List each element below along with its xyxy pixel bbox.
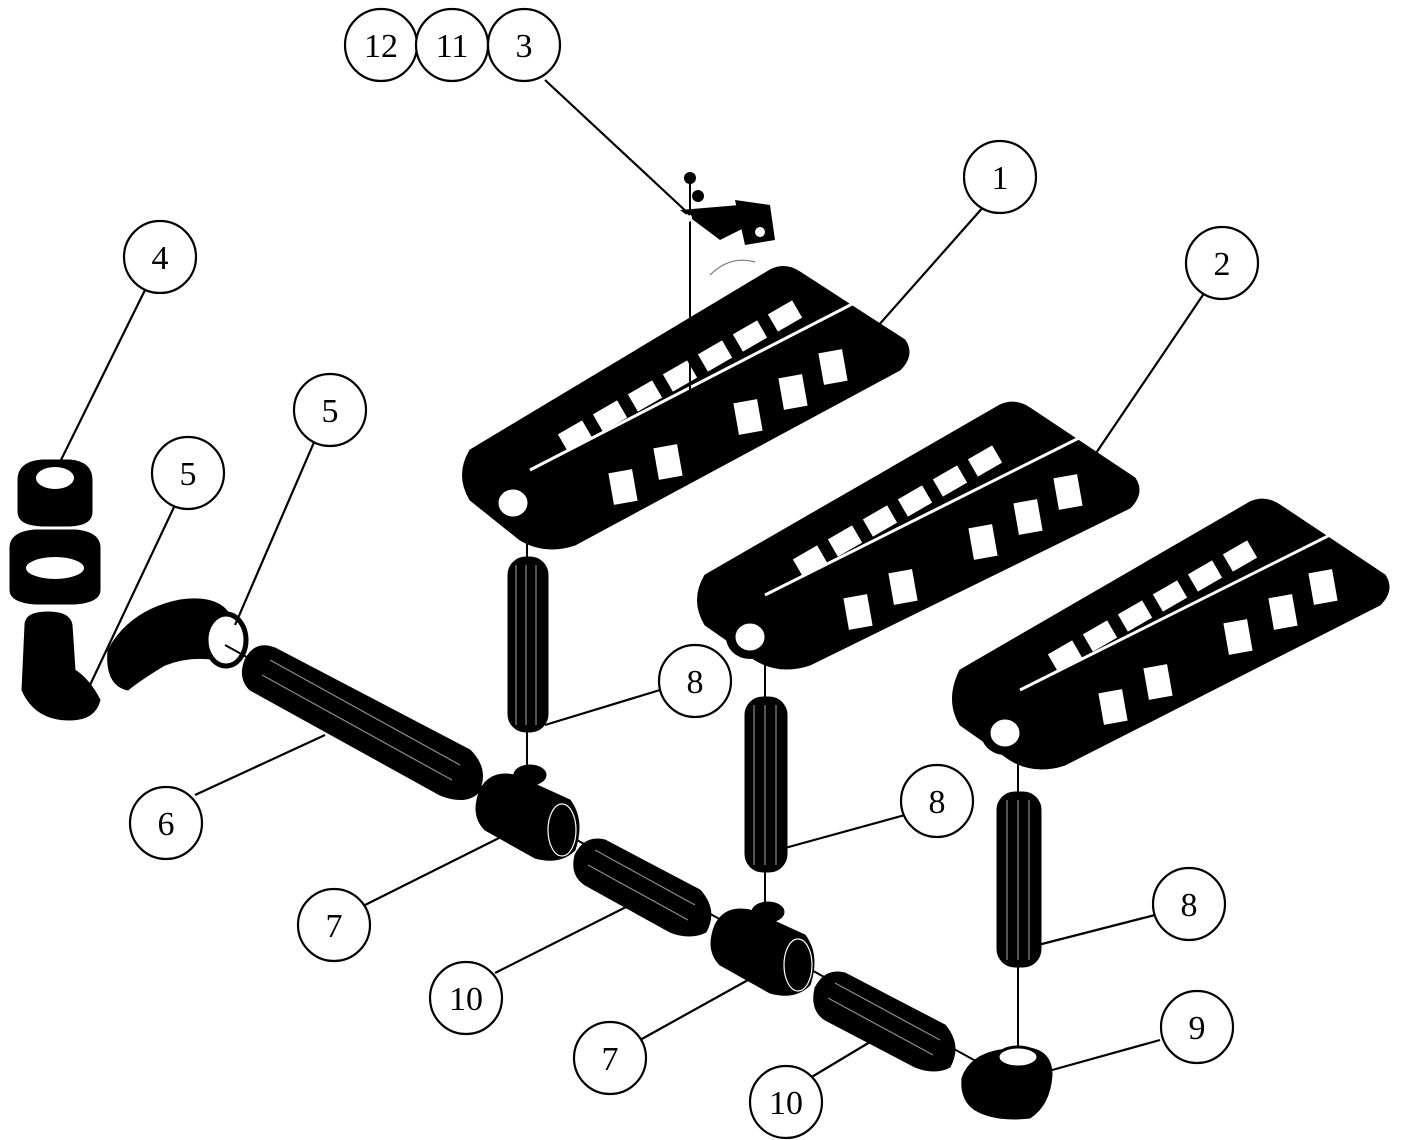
balloon-8-second-label: 8	[929, 784, 946, 821]
balloon-9: 9	[1159, 989, 1235, 1065]
balloon-5-left: 5	[150, 435, 226, 511]
balloon-9-label: 9	[1189, 1010, 1206, 1047]
balloon-1-label: 1	[992, 160, 1009, 197]
left-fittings	[9, 459, 249, 721]
balloon-10-first: 10	[428, 960, 504, 1036]
balloon-5-right: 5	[292, 372, 368, 448]
igniter-bracket	[680, 172, 775, 420]
balloon-2: 2	[1184, 225, 1260, 301]
balloon-12: 12	[343, 7, 419, 83]
balloon-8-second: 8	[899, 763, 975, 839]
balloon-7-first-label: 7	[326, 908, 343, 945]
burner-1: 3	[462, 266, 910, 550]
burner-3: 3	[952, 498, 1390, 770]
balloon-8-third-label: 8	[1181, 887, 1198, 924]
balloon-7-second-label: 7	[602, 1041, 619, 1078]
burner-1-mark: 3	[682, 408, 699, 445]
balloon-10-second: 10	[748, 1064, 824, 1140]
balloon-3: 3	[486, 7, 562, 83]
balloon-1: 1	[962, 139, 1038, 215]
balloon-8-third: 8	[1151, 866, 1227, 942]
balloon-10-first-label: 10	[449, 981, 483, 1018]
burner-3-mark: 3	[1172, 639, 1189, 676]
balloon-4: 4	[122, 219, 198, 295]
balloon-7-first: 7	[296, 887, 372, 963]
balloon-7-second: 7	[572, 1020, 648, 1096]
balloon-6: 6	[128, 785, 204, 861]
balloon-11: 11	[414, 7, 490, 83]
balloon-12-label: 12	[364, 28, 398, 65]
manifold	[224, 644, 1053, 1120]
balloon-11-label: 11	[436, 28, 469, 65]
balloon-5-right-label: 5	[322, 393, 339, 430]
balloon-4-label: 4	[152, 240, 169, 277]
burner-2: 3	[697, 401, 1140, 670]
balloon-2-label: 2	[1214, 246, 1231, 283]
balloon-6-label: 6	[158, 806, 175, 843]
balloon-8-first-label: 8	[687, 664, 704, 701]
balloon-10-second-label: 10	[769, 1085, 803, 1122]
balloon-3-label: 3	[516, 28, 533, 65]
leader-lines	[59, 79, 1206, 1079]
burner-2-mark: 3	[918, 541, 935, 578]
connector-tubes	[507, 525, 1042, 1050]
balloon-8-first: 8	[657, 643, 733, 719]
balloon-5-left-label: 5	[180, 456, 197, 493]
